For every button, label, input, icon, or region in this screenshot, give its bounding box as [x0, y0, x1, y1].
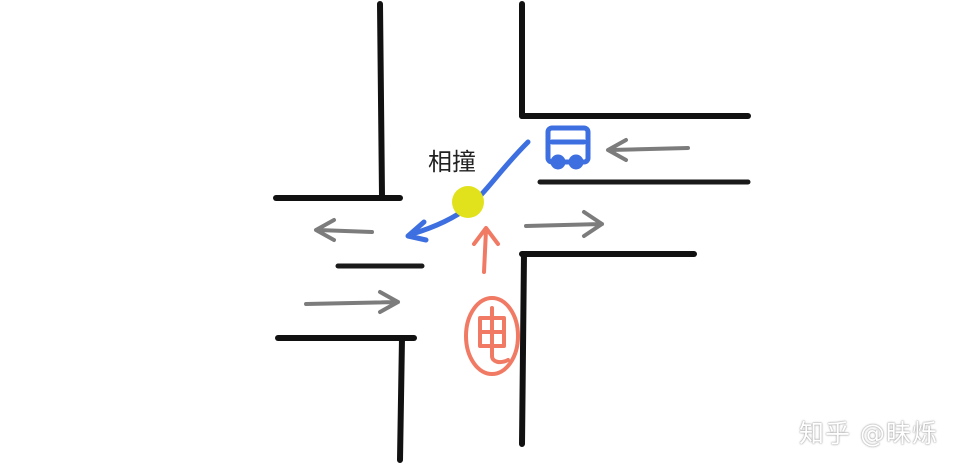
collision-label: 相撞 [428, 148, 476, 176]
right-arrow-icon [524, 210, 604, 238]
road-edge-south-east [519, 251, 527, 447]
left-arrow-icon [606, 138, 690, 162]
left-arrow-icon [314, 218, 374, 242]
ebike-icon [464, 296, 520, 376]
car-path [405, 125, 591, 243]
ebike-path [464, 226, 520, 376]
watermark: 知乎 @昧烁 [799, 419, 938, 448]
road-edge-north-west [377, 1, 385, 199]
road-edges [273, 1, 751, 463]
car-path-arrowhead [405, 219, 429, 243]
collision-point-icon [452, 186, 484, 218]
car-icon [545, 125, 591, 170]
road-edge-south-west [397, 335, 405, 463]
right-arrow-icon [304, 290, 400, 314]
traffic-direction-arrows [304, 138, 690, 314]
up-arrow-icon [472, 226, 500, 274]
